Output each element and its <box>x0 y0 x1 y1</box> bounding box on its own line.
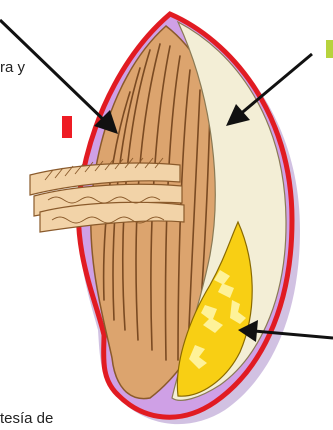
red-mark <box>62 116 72 138</box>
label-fragment-bottom: tesía de <box>0 410 53 428</box>
green-mark <box>326 40 333 58</box>
arrow-icon <box>0 20 118 134</box>
label-fragment-top: ra y <box>0 59 25 77</box>
bundle-bands <box>30 158 184 232</box>
